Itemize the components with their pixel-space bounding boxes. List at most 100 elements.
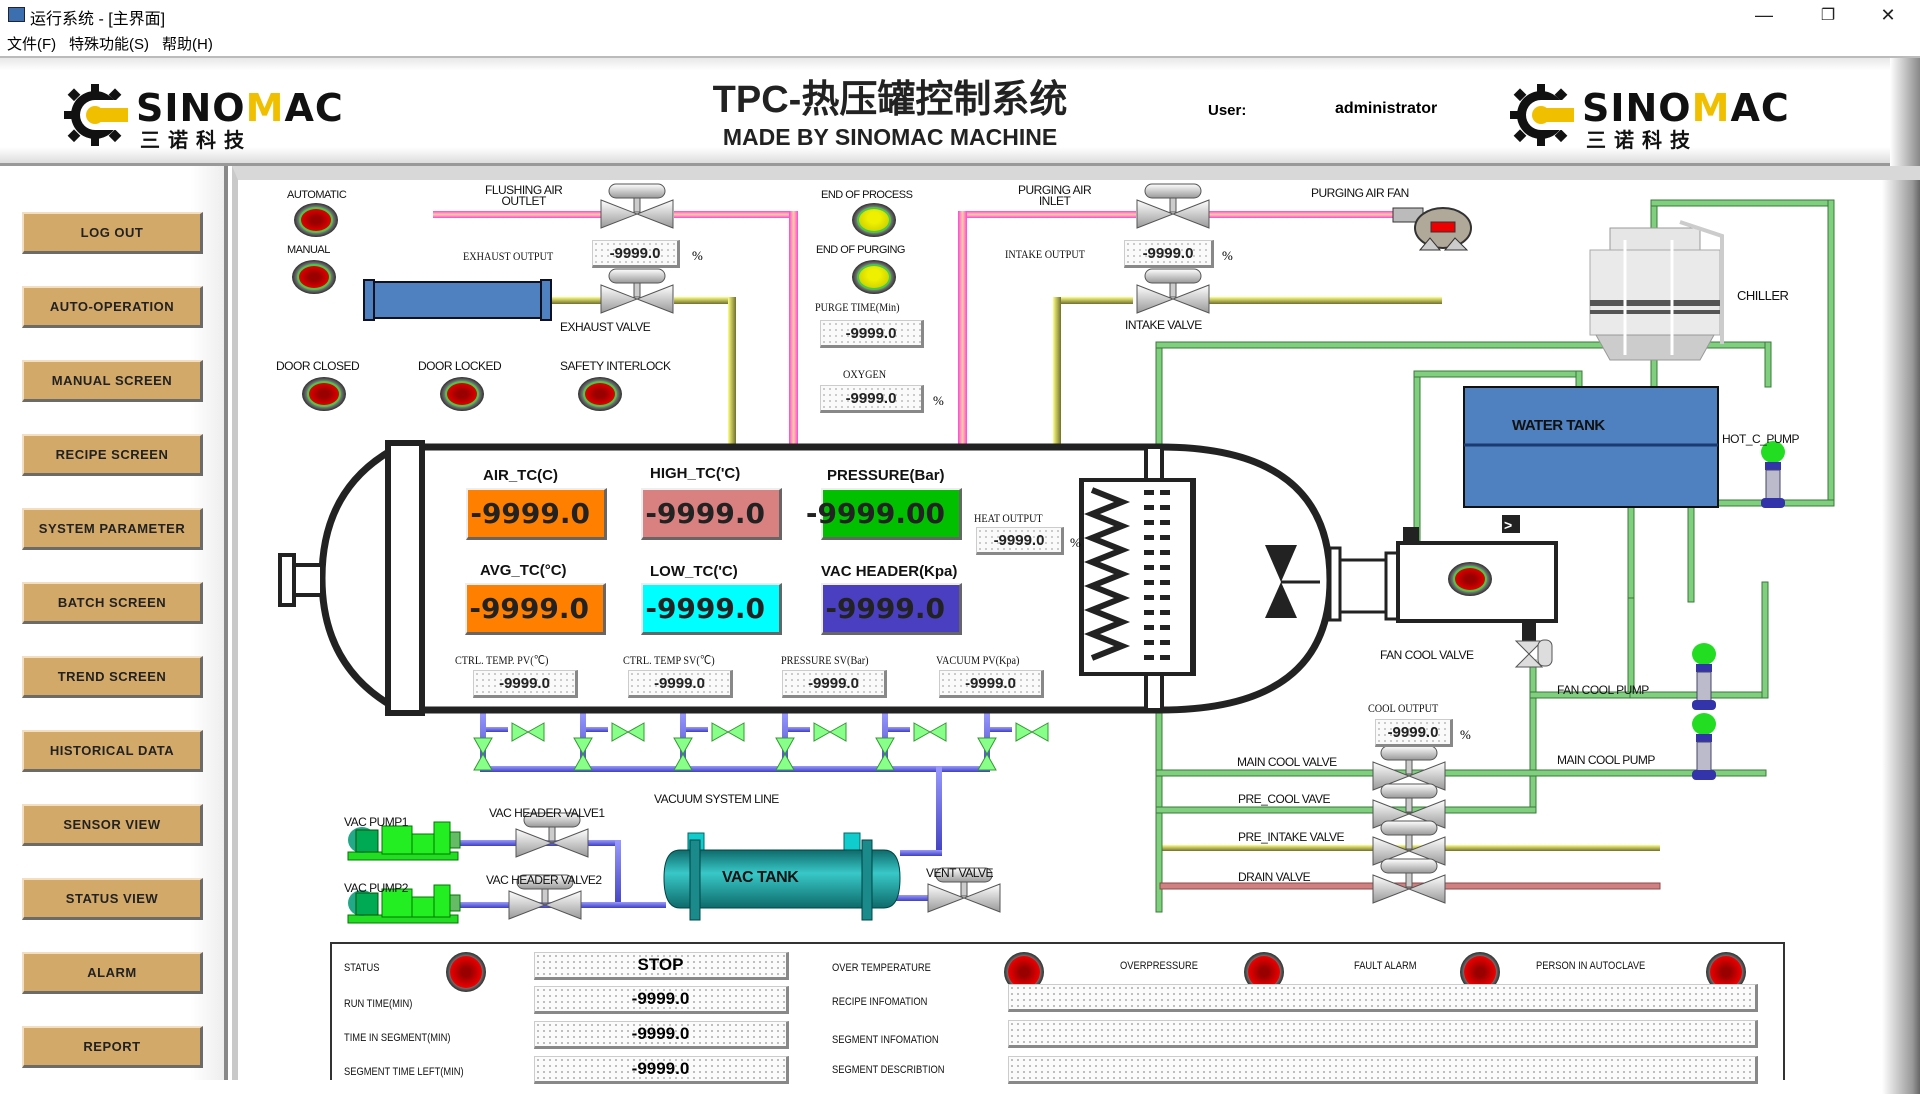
- end-of-purging-lamp: [852, 260, 896, 294]
- status-lamp: [446, 952, 486, 992]
- vac-tank-label: VAC TANK: [722, 869, 799, 886]
- exhaust-output-label: EXHAUST OUTPUT: [463, 249, 554, 263]
- window-title: 运行系统 - [主界面]: [30, 11, 166, 28]
- nav-system-parameter-button[interactable]: SYSTEM PARAMETER: [22, 508, 203, 550]
- nav-report-button[interactable]: REPORT: [22, 1026, 203, 1068]
- header: SINOMAC 三诺科技 TPC-热压罐控制系统 MADE BY SINOMAC…: [0, 56, 1920, 168]
- time-in-segment-value: -9999.0: [534, 1021, 789, 1049]
- menu-file[interactable]: 文件(F): [7, 36, 57, 53]
- segment-information-label: SEGMENT INFOMATION: [832, 1034, 939, 1046]
- nav-auto-operation-button[interactable]: AUTO-OPERATION: [22, 286, 203, 328]
- brand-logo-left: SINOMAC 三诺科技: [62, 80, 372, 152]
- safety-interlock-lamp: [578, 377, 622, 411]
- nav-recipe-screen-button[interactable]: RECIPE SCREEN: [22, 434, 203, 476]
- user-name: administrator: [1335, 100, 1438, 117]
- high-tc-value: -9999.0: [641, 488, 782, 540]
- flushing-air-outlet-label: FLUSHING AIR OUTLET: [485, 183, 563, 208]
- minimize-button[interactable]: —: [1755, 4, 1773, 25]
- brand-logo-right: SINOMAC 三诺科技: [1508, 80, 1818, 152]
- status-panel: STATUS STOP RUN TIME(MIN) -9999.0 TIME I…: [330, 942, 1785, 1084]
- main-cool-pump-label: MAIN COOL PUMP: [1557, 753, 1655, 767]
- vacuum-pv-value: -9999.0: [939, 670, 1044, 698]
- intake-valve-label: INTAKE VALVE: [1125, 318, 1202, 332]
- manual-label: MANUAL: [287, 244, 330, 256]
- intake-output-value: -9999.0: [1124, 240, 1214, 268]
- percent-unit: %: [933, 393, 944, 408]
- main-edge: [1882, 180, 1920, 1094]
- sidebar: LOG OUT AUTO-OPERATION MANUAL SCREEN REC…: [0, 166, 228, 1080]
- nav-manual-screen-button[interactable]: MANUAL SCREEN: [22, 360, 203, 402]
- pressure-sv-value: -9999.0: [782, 670, 887, 698]
- automatic-lamp: [294, 203, 338, 237]
- menu-special-functions[interactable]: 特殊功能(S): [69, 36, 149, 53]
- end-of-purging-label: END OF PURGING: [816, 244, 905, 256]
- intake-output-label: INTAKE OUTPUT: [1005, 247, 1085, 261]
- water-tank-label: WATER TANK: [1512, 417, 1605, 434]
- hot-c-pump-label: HOT_C_PUMP: [1722, 432, 1800, 446]
- door-locked-label: DOOR LOCKED: [418, 359, 502, 373]
- cool-output-label: COOL OUTPUT: [1368, 701, 1439, 715]
- brand-name: SINOMAC: [1582, 86, 1790, 130]
- low-tc-label: LOW_TC('C): [650, 563, 738, 580]
- door-closed-label: DOOR CLOSED: [276, 359, 360, 373]
- purge-time-label: PURGE TIME(Min): [815, 300, 900, 314]
- pressure-label: PRESSURE(Bar): [827, 467, 945, 484]
- overpressure-label: OVERPRESSURE: [1120, 960, 1198, 972]
- nav-sensor-view-button[interactable]: SENSOR VIEW: [22, 804, 203, 846]
- nav-batch-screen-button[interactable]: BATCH SCREEN: [22, 582, 203, 624]
- drain-valve-label: DRAIN VALVE: [1238, 870, 1311, 884]
- ctrl-temp-sv-value: -9999.0: [628, 670, 733, 698]
- header-edge: [1890, 58, 1920, 168]
- nav-historical-data-button[interactable]: HISTORICAL DATA: [22, 730, 203, 772]
- manual-lamp: [292, 260, 336, 294]
- vac-header-valve2-label: VAC HEADER VALVE2: [486, 873, 602, 887]
- nav-trend-screen-button[interactable]: TREND SCREEN: [22, 656, 203, 698]
- nav-log-out-button[interactable]: LOG OUT: [22, 212, 203, 254]
- page-subtitle: MADE BY SINOMAC MACHINE: [722, 124, 1058, 150]
- butterfly-valve-icon: [1265, 545, 1297, 582]
- fan-cool-pump-label: FAN COOL PUMP: [1557, 683, 1649, 697]
- recipe-information-value: [1008, 984, 1758, 1012]
- purge-time-value: -9999.0: [820, 320, 924, 348]
- pre-cool-valve-label: PRE_COOL VAVE: [1238, 792, 1330, 806]
- nav-alarm-button[interactable]: ALARM: [22, 952, 203, 994]
- percent-unit: %: [1222, 248, 1233, 263]
- ctrl-temp-pv-value: -9999.0: [473, 670, 578, 698]
- avg-tc-label: AVG_TC(°C): [480, 562, 567, 579]
- nav-status-view-button[interactable]: STATUS VIEW: [22, 878, 203, 920]
- air-tc-value: -9999.0: [466, 488, 607, 540]
- fault-alarm-label: FAULT ALARM: [1354, 960, 1417, 972]
- svg-text:>: >: [1504, 517, 1512, 533]
- percent-unit: %: [1460, 727, 1471, 742]
- chiller-label: CHILLER: [1737, 288, 1789, 303]
- app-icon: [8, 7, 25, 22]
- end-of-process-label: END OF PROCESS: [821, 189, 913, 201]
- high-tc-label: HIGH_TC('C): [650, 465, 741, 482]
- door-closed-lamp: [302, 377, 346, 411]
- ctrl-temp-pv-label: CTRL. TEMP. PV(℃): [455, 653, 549, 667]
- hot-c-pump-icon: [1760, 440, 1786, 509]
- brand-name: SINOMAC: [136, 86, 344, 130]
- door-locked-lamp: [440, 377, 484, 411]
- low-tc-value: -9999.0: [641, 583, 782, 635]
- percent-unit: %: [1070, 535, 1081, 550]
- restore-button[interactable]: ❐: [1820, 7, 1836, 24]
- brand-name-cn: 三诺科技: [140, 130, 252, 152]
- oxygen-value: -9999.0: [820, 385, 924, 413]
- run-time-label: RUN TIME(MIN): [344, 998, 413, 1010]
- main-cool-valve-label: MAIN COOL VALVE: [1237, 755, 1337, 769]
- percent-unit: %: [692, 248, 703, 263]
- segment-time-left-label: SEGMENT TIME LEFT(MIN): [344, 1066, 464, 1078]
- cool-output-value: -9999.0: [1375, 719, 1453, 747]
- run-time-value: -9999.0: [534, 986, 789, 1014]
- vacuum-pv-label: VACUUM PV(Kpa): [936, 653, 1020, 667]
- vent-valve-label: VENT VALVE: [926, 866, 994, 880]
- vacuum-system-line-label: VACUUM SYSTEM LINE: [654, 792, 779, 806]
- segment-description-label: SEGMENT DESCRIBTION: [832, 1064, 945, 1076]
- page-title: TPC-热压罐控制系统: [712, 79, 1068, 121]
- fan-cool-valve-label: FAN COOL VALVE: [1380, 648, 1474, 662]
- gear-logo-icon: [64, 84, 128, 146]
- menu-bar: 文件(F) 特殊功能(S) 帮助(H): [0, 30, 1920, 54]
- close-button[interactable]: ✕: [1880, 4, 1896, 25]
- menu-help[interactable]: 帮助(H): [162, 36, 213, 53]
